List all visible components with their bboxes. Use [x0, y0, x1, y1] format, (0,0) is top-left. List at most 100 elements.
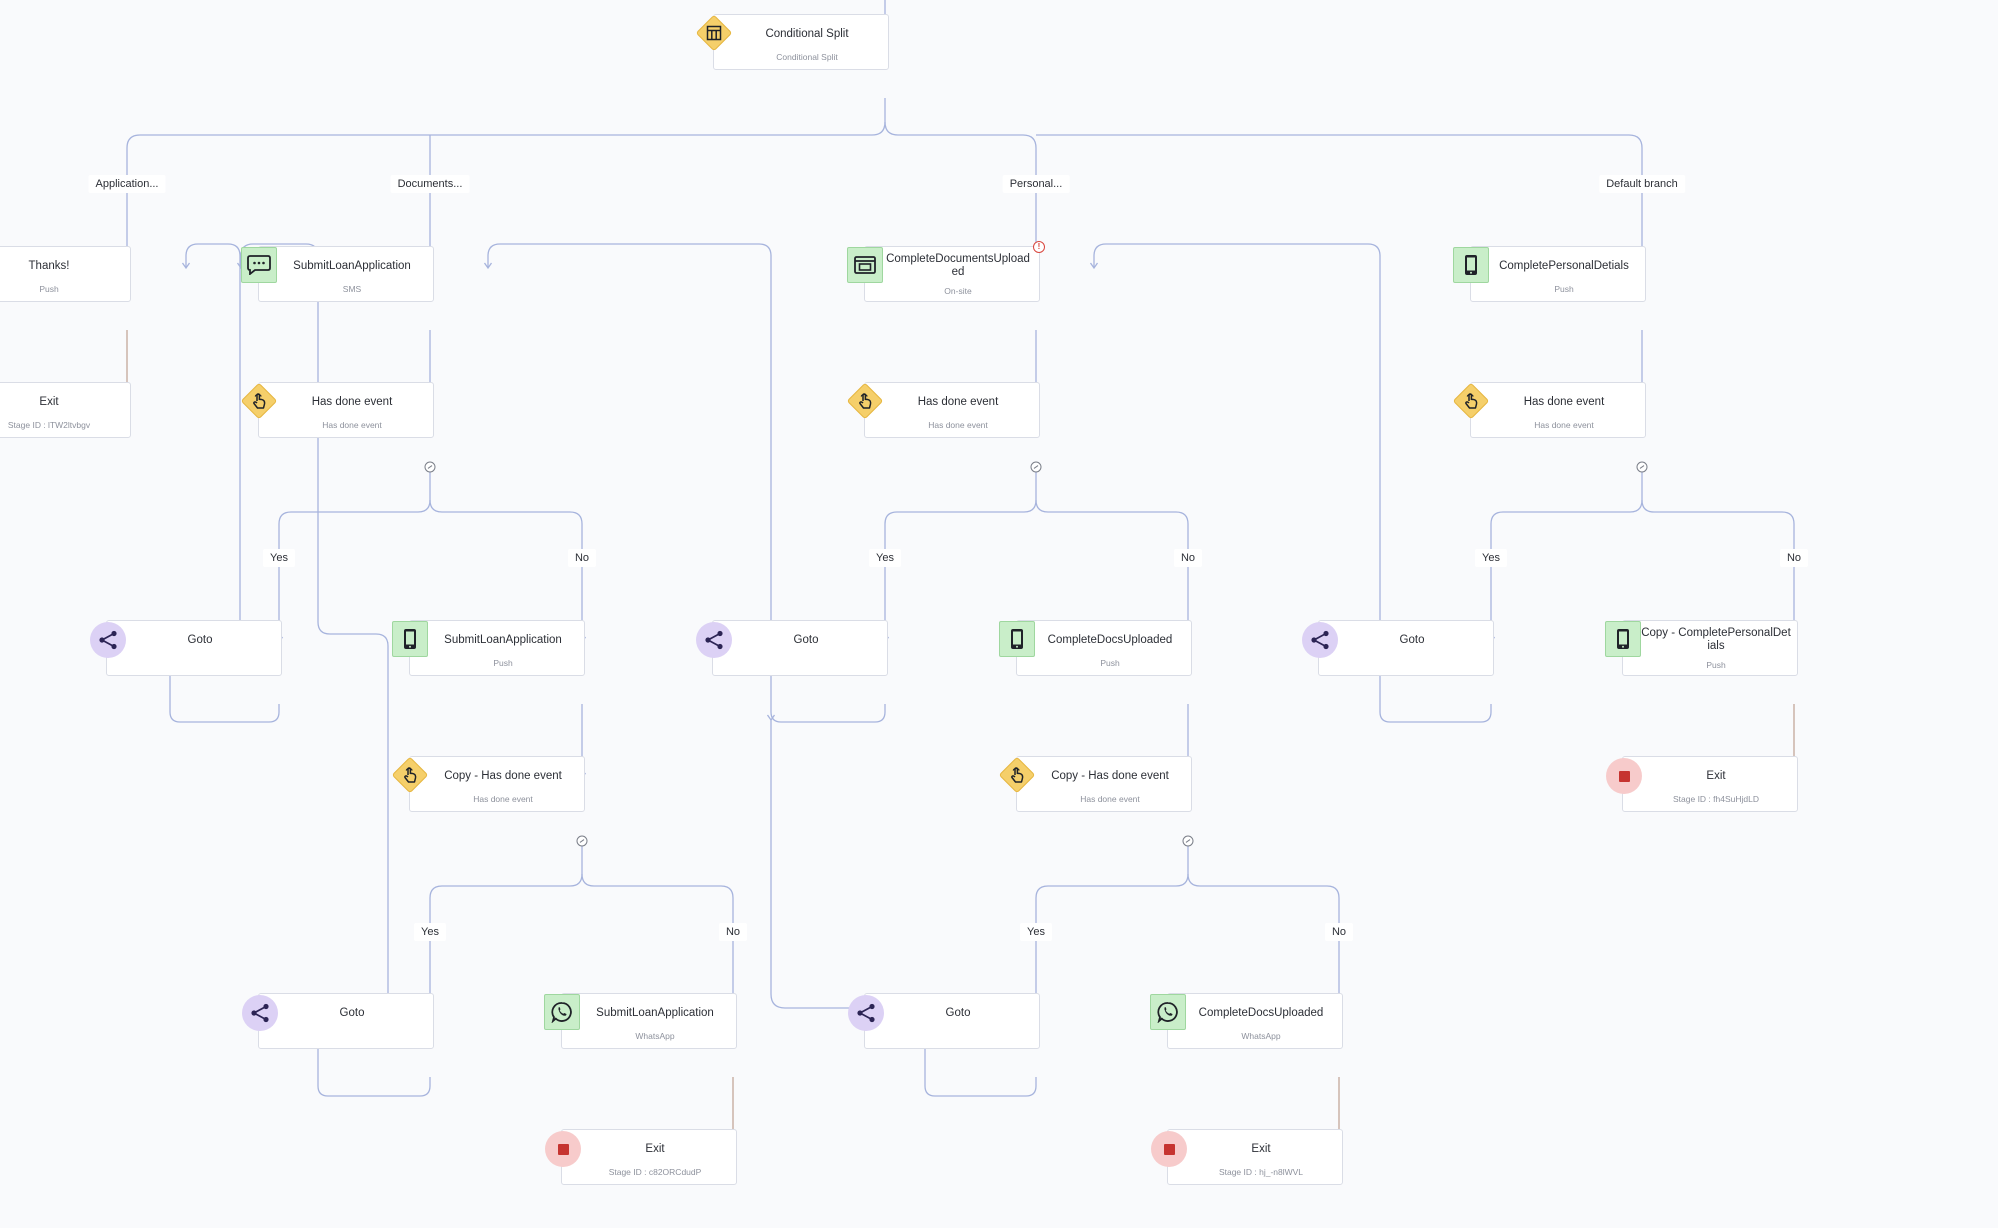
node-title: Copy - Has done event	[1051, 770, 1169, 782]
sms-icon	[241, 247, 277, 283]
flow-node-goto[interactable]: Goto	[242, 993, 434, 1049]
tap-icon	[241, 383, 277, 419]
connector-arrowhead-25	[483, 262, 493, 270]
tap-icon	[847, 383, 883, 419]
node-subtitle: Has done event	[928, 420, 988, 430]
node-subtitle: Conditional Split	[776, 52, 838, 62]
phone-icon	[999, 621, 1035, 657]
node-title: Goto	[187, 634, 213, 646]
node-title: SubmitLoanApplication	[444, 634, 562, 646]
flow-node-goto[interactable]: Goto	[90, 620, 282, 676]
share-icon	[696, 622, 732, 658]
node-title: Copy - Has done event	[444, 770, 562, 782]
share-icon	[242, 995, 278, 1031]
node-subtitle: Stage ID : c82ORCdudP	[608, 1167, 702, 1177]
connector-18	[429, 846, 583, 1015]
share-icon	[1302, 622, 1338, 658]
connector-19	[581, 873, 734, 1015]
node-subtitle: Push	[493, 658, 513, 668]
exit-icon	[1151, 1131, 1187, 1167]
branch-label: Application...	[88, 175, 166, 193]
node-subtitle: On-site	[944, 286, 972, 296]
tap-icon	[1453, 383, 1489, 419]
node-title: Has done event	[311, 396, 393, 408]
node-subtitle: SMS	[342, 284, 362, 294]
node-title: CompletePersonalDetials	[1499, 260, 1629, 272]
node-title: Has done event	[1523, 396, 1605, 408]
exit-icon	[1606, 758, 1642, 794]
node-subtitle: Push	[1554, 284, 1574, 294]
flow-node-goto[interactable]: Goto	[848, 993, 1040, 1049]
branch-label: No	[567, 549, 597, 567]
node-title: Thanks!	[28, 260, 70, 272]
node-title: Exit	[39, 396, 59, 408]
node-title: Exit	[1251, 1143, 1271, 1155]
node-subtitle: Stage ID : hj_-n8lWVL	[1218, 1167, 1304, 1177]
node-title: Goto	[339, 1007, 365, 1019]
node-title: Has done event	[917, 396, 999, 408]
connector-28	[240, 243, 431, 1097]
node-title: CompleteDocumentsUploaded	[886, 253, 1030, 278]
connector-handle-icon[interactable]	[1636, 461, 1648, 473]
onsite-icon	[847, 247, 883, 283]
flow-node-goto[interactable]: Goto	[696, 620, 888, 676]
node-title: CompleteDocsUploaded	[1047, 634, 1173, 646]
split-icon	[696, 15, 732, 51]
connector-handle-icon[interactable]	[424, 461, 436, 473]
share-icon	[848, 995, 884, 1031]
node-title: Goto	[945, 1007, 971, 1019]
node-title: Exit	[645, 1143, 665, 1155]
node-subtitle: Push	[1706, 660, 1726, 670]
connector-14	[1641, 499, 1795, 642]
flow-node-goto[interactable]: Goto	[1302, 620, 1494, 676]
connector-4	[1036, 134, 1643, 268]
node-subtitle: Has done event	[1080, 794, 1140, 804]
node-subtitle: Has done event	[1534, 420, 1594, 430]
node-title: Exit	[1706, 770, 1726, 782]
connector-9	[278, 472, 431, 642]
connector-13	[1490, 472, 1643, 642]
connector-handle-icon[interactable]	[1182, 835, 1194, 847]
connector-11	[884, 472, 1037, 642]
connector-arrowhead-26	[1089, 262, 1099, 270]
flow-node-thanks[interactable]: Thanks!Push	[0, 246, 131, 302]
node-subtitle: Has done event	[473, 794, 533, 804]
branch-label: No	[1324, 923, 1354, 941]
node-subtitle: Push	[1100, 658, 1120, 668]
branch-label: No	[718, 923, 748, 941]
connector-handle-icon[interactable]	[1030, 461, 1042, 473]
connector-2	[884, 121, 1037, 268]
connector-arrowhead-28	[766, 714, 776, 722]
node-subtitle: WhatsApp	[635, 1031, 675, 1041]
branch-label: Yes	[414, 923, 446, 941]
warning-icon[interactable]: !	[1033, 241, 1045, 253]
node-title: SubmitLoanApplication	[596, 1007, 714, 1019]
tap-icon	[392, 757, 428, 793]
whatsapp-icon	[1150, 994, 1186, 1030]
connector-27	[1093, 243, 1492, 723]
connector-handle-icon[interactable]	[576, 835, 588, 847]
node-title: Conditional Split	[765, 28, 849, 40]
branch-label: No	[1779, 549, 1809, 567]
node-title: Copy - CompletePersonalDetials	[1641, 627, 1791, 652]
branch-label: Yes	[1475, 549, 1507, 567]
